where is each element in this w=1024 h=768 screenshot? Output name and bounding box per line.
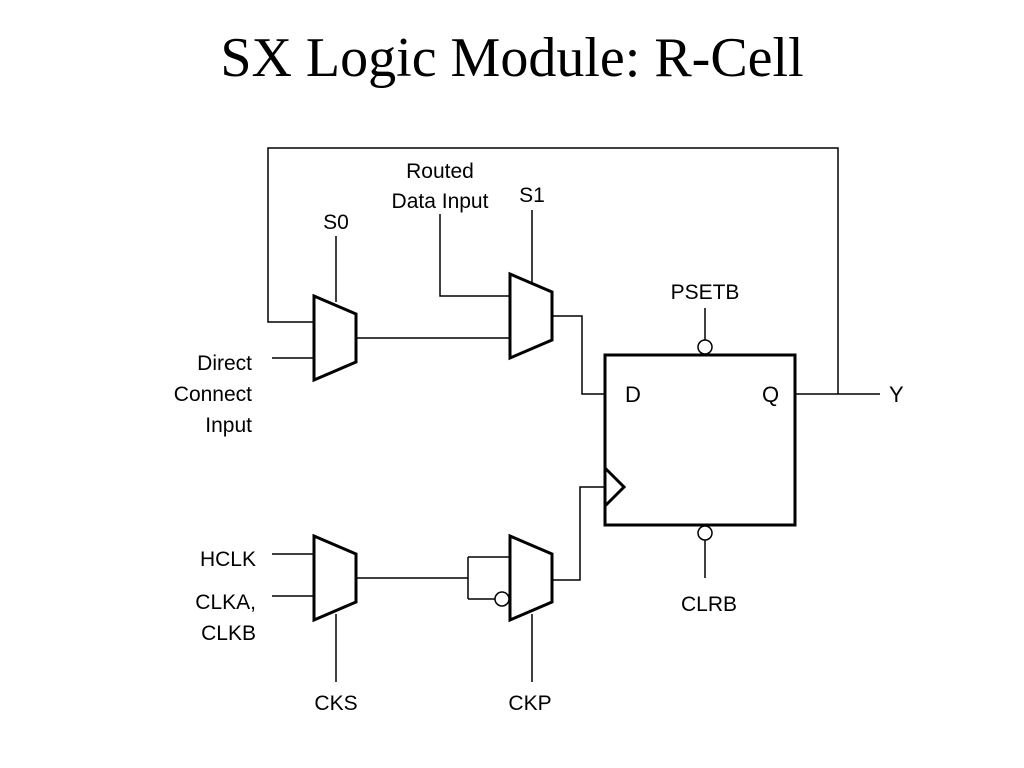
q-pin-label: Q — [762, 382, 779, 407]
clock-triangle — [603, 466, 627, 508]
clrb-label: CLRB — [681, 593, 737, 616]
hclk-label: HCLK — [200, 548, 256, 571]
wires — [267, 147, 880, 682]
routed-data-input-label-line2: Data Input — [392, 190, 489, 213]
y-output-label: Y — [889, 382, 904, 407]
ckp-to-clock-wire — [552, 486, 605, 581]
s1-to-d-wire — [552, 315, 605, 395]
s0-mux — [312, 293, 358, 383]
feedback-wire — [267, 147, 839, 394]
cks-mux — [312, 533, 358, 623]
routed-data-wire — [439, 214, 510, 297]
s1-mux — [508, 271, 554, 361]
ckp-inverter-bubble — [494, 591, 510, 607]
ckp-mux — [508, 533, 554, 623]
routed-data-input-label-line1: Routed — [406, 160, 474, 183]
d-pin-label: D — [625, 382, 641, 407]
clka-label: CLKA, — [195, 591, 256, 614]
clkb-label: CLKB — [201, 622, 256, 645]
direct-connect-label-line1: Direct — [197, 352, 252, 375]
direct-connect-label-line2: Connect — [174, 383, 252, 406]
slide-title: SX Logic Module: R-Cell — [220, 27, 804, 89]
ckp-input-split-wire — [467, 556, 510, 600]
cks-label: CKS — [314, 692, 357, 715]
ckp-label: CKP — [508, 692, 551, 715]
psetb-bubble — [697, 339, 713, 355]
clrb-bubble — [697, 525, 713, 541]
s0-label: S0 — [323, 211, 349, 234]
direct-connect-label-line3: Input — [205, 414, 252, 437]
flip-flop-box — [603, 353, 797, 527]
psetb-label: PSETB — [671, 281, 740, 304]
s1-label: S1 — [519, 184, 545, 207]
